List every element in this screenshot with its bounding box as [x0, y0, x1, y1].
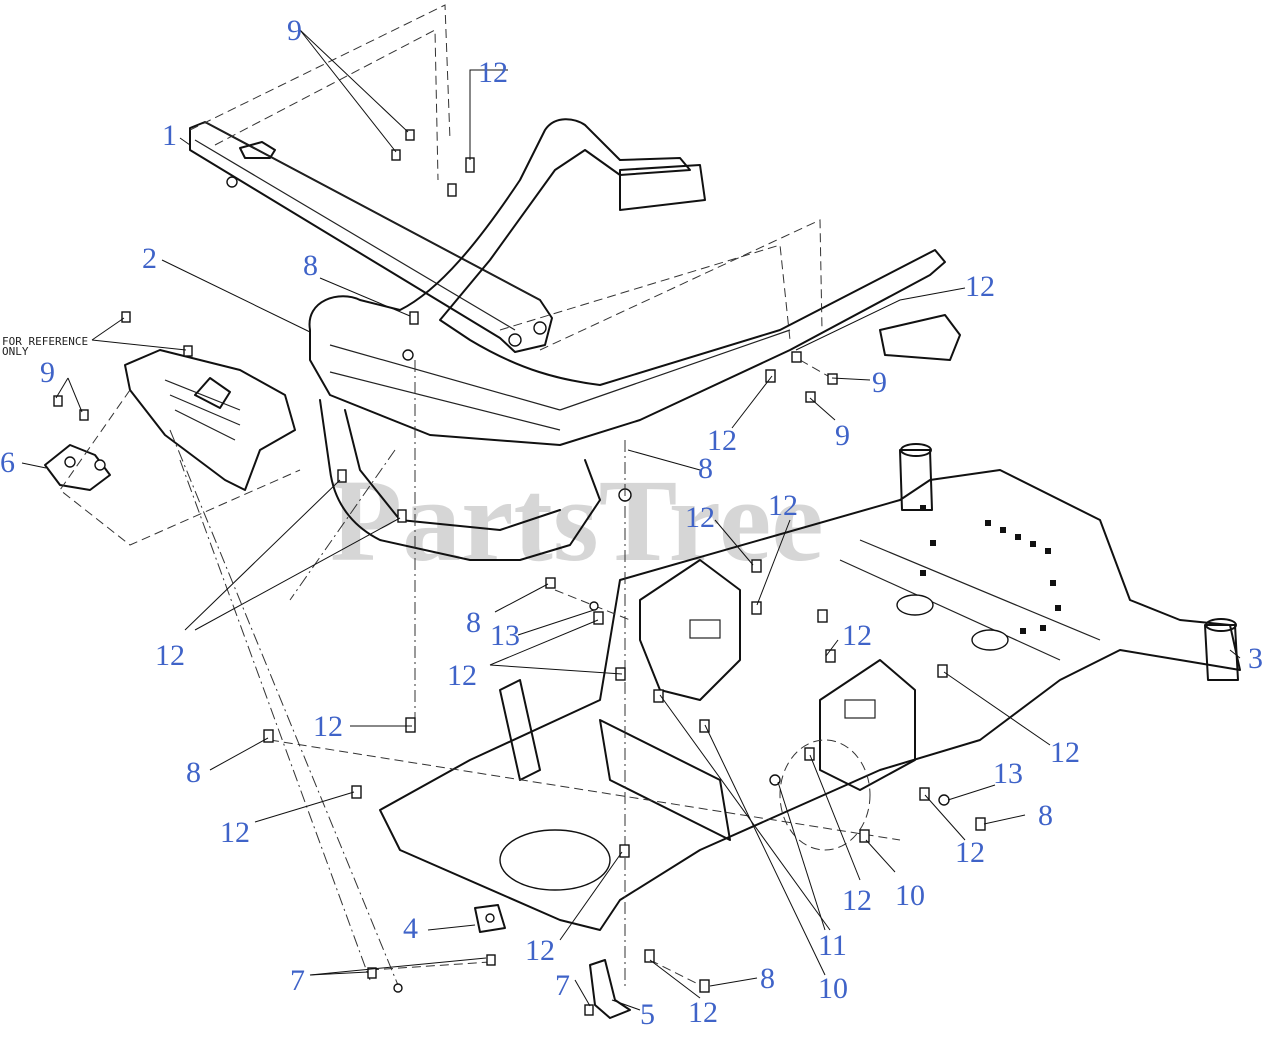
callout-8c: 8 — [466, 606, 481, 639]
callout-8f: 8 — [760, 962, 775, 995]
part-1-crossbar — [189, 121, 553, 353]
callout-10b: 10 — [818, 972, 848, 1005]
part-2-frame-tube — [308, 118, 961, 561]
callout-12o: 12 — [688, 996, 718, 1029]
callout-12m: 12 — [842, 884, 872, 917]
callout-12i: 12 — [1050, 736, 1080, 769]
mount-brackets — [639, 559, 916, 791]
callout-9b: 9 — [40, 356, 55, 389]
callout-5: 5 — [640, 998, 655, 1031]
callout-8e: 8 — [1038, 799, 1053, 832]
callout-12b: 12 — [965, 270, 995, 303]
callout-12g: 12 — [447, 659, 477, 692]
callout-9d: 9 — [835, 419, 850, 452]
side-panel-reference — [124, 349, 296, 491]
callout-12a: 12 — [478, 56, 508, 89]
callout-12e: 12 — [768, 489, 798, 522]
callout-7a: 7 — [290, 964, 305, 997]
callout-11: 11 — [818, 929, 847, 962]
callout-12f: 12 — [155, 639, 185, 672]
callout-12j: 12 — [313, 710, 343, 743]
callout-7b: 7 — [555, 969, 570, 1002]
callout-10a: 10 — [895, 879, 925, 912]
callout-9a: 9 — [287, 14, 302, 47]
part-3-chassis — [379, 443, 1241, 931]
callout-12k: 12 — [220, 816, 250, 849]
callout-3: 3 — [1248, 642, 1263, 675]
callout-9c: 9 — [872, 366, 887, 399]
callout-8b: 8 — [698, 452, 713, 485]
callout-12l: 12 — [955, 836, 985, 869]
callout-2: 2 — [142, 242, 157, 275]
callout-8d: 8 — [186, 756, 201, 789]
callout-13a: 13 — [490, 619, 520, 652]
callout-1: 1 — [162, 119, 177, 152]
reference-note-line-1: FOR REFERENCE — [2, 335, 88, 348]
leader-lines — [21, 29, 1241, 1011]
callout-13b: 13 — [993, 757, 1023, 790]
callout-12d: 12 — [685, 501, 715, 534]
part-6-plate — [44, 444, 111, 491]
part-5-bracket — [589, 959, 631, 1019]
callout-12h: 12 — [842, 619, 872, 652]
callout-12n: 12 — [525, 934, 555, 967]
callout-12c: 12 — [707, 424, 737, 457]
hardware — [53, 129, 986, 1016]
reference-note-line-2: ONLY — [2, 345, 29, 358]
callout-4: 4 — [403, 912, 418, 945]
callout-8a: 8 — [303, 249, 318, 282]
callout-6: 6 — [0, 446, 15, 479]
assembly-lines — [59, 4, 901, 991]
part-4-bracket — [474, 904, 506, 933]
